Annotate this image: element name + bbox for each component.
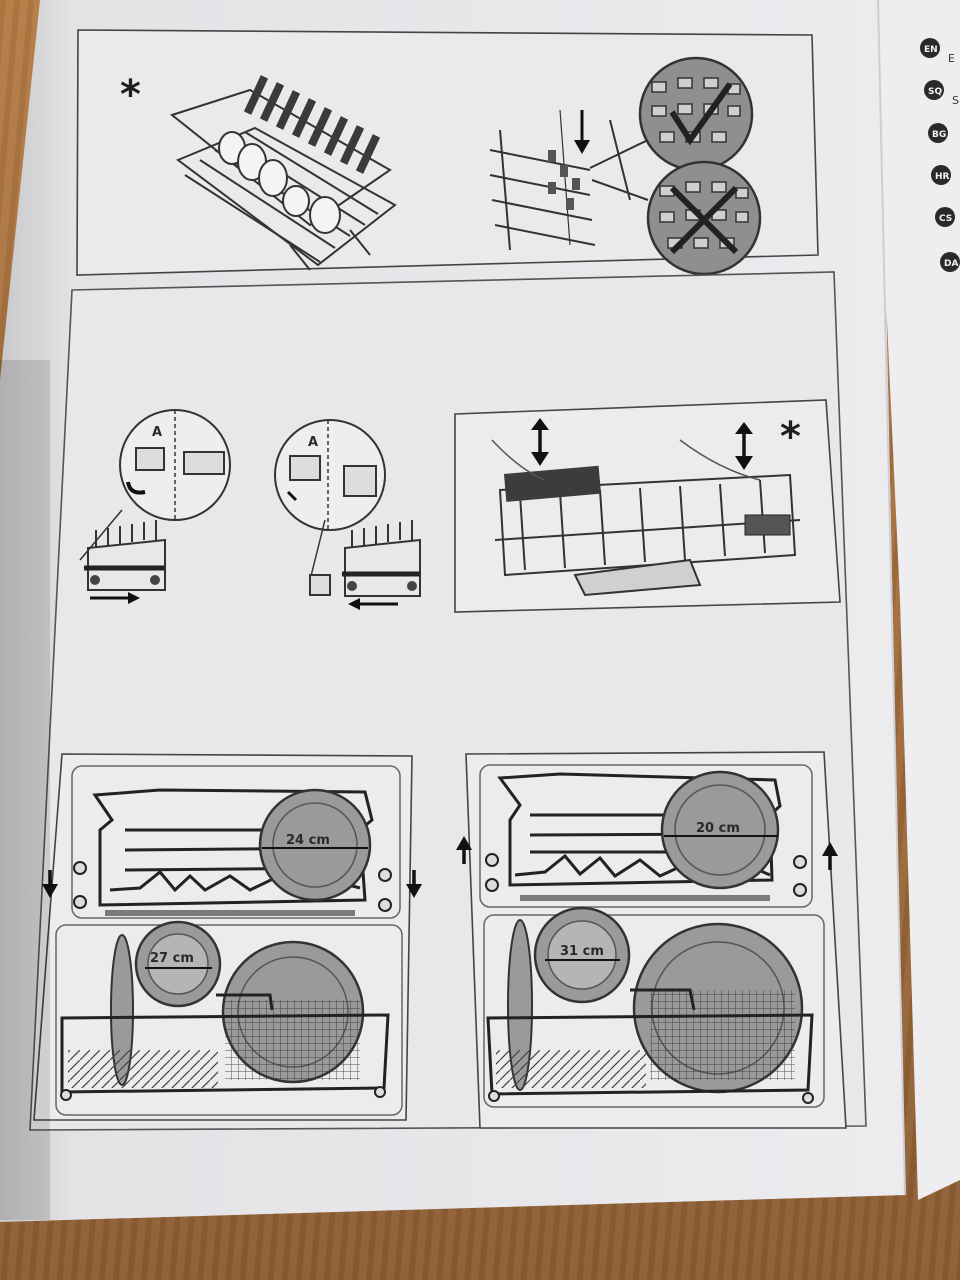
- lang-tab-cs[interactable]: CS: [939, 214, 952, 224]
- down-arrow-icon-3: [735, 456, 753, 470]
- next-page: [872, 0, 960, 1200]
- checkmark-icon: [669, 82, 733, 146]
- lower-plate-size-right: 31 cm: [560, 944, 604, 959]
- panel-top: *: [76, 29, 819, 276]
- rack-height-adjust-box: *: [454, 399, 841, 613]
- lang-tab-da[interactable]: DA: [944, 259, 958, 269]
- lower-plate-size-left: 27 cm: [150, 951, 194, 966]
- magnifier-incorrect: [646, 160, 762, 276]
- lang-tab-hr[interactable]: HR: [935, 172, 950, 182]
- lang-tab-en[interactable]: EN: [924, 45, 938, 55]
- page-shadow: [0, 360, 50, 1220]
- rack-adjuster-right: A: [274, 419, 421, 610]
- optional-star-marker: *: [120, 72, 141, 118]
- upper-plate-size-left: 24 cm: [286, 833, 330, 848]
- language-tabs: EN SQ BG HR CS DA E S: [920, 38, 960, 272]
- up-arrow-left-side: [456, 836, 472, 850]
- panel-bottom-right: 20 cm 31 cm: [456, 751, 847, 1129]
- down-arrow-right-side: [406, 884, 422, 898]
- left-arrow-icon: [348, 598, 360, 610]
- lang-tab-bg[interactable]: BG: [932, 130, 946, 140]
- optional-star-marker-2: *: [780, 414, 801, 460]
- magnifier-correct: [638, 56, 754, 172]
- up-arrow-icon-2: [735, 422, 753, 434]
- upper-plate-size-right: 20 cm: [696, 821, 740, 836]
- right-arrow-icon: [128, 592, 140, 604]
- down-arrow-left-panel: [42, 884, 58, 898]
- label-a-right: A: [308, 435, 318, 450]
- down-arrow-icon: [574, 140, 590, 154]
- side-text-1: E: [948, 52, 955, 65]
- cross-icon: [669, 185, 739, 255]
- lang-tab-sq[interactable]: SQ: [928, 87, 942, 97]
- side-text-2: S: [952, 94, 959, 107]
- up-arrow-right-side: [822, 842, 838, 856]
- label-a-left: A: [152, 425, 162, 440]
- rack-adjuster-left: A: [79, 409, 231, 604]
- tine-rack-illustration: [489, 109, 631, 251]
- cutlery-rack-illustration: [169, 75, 397, 271]
- upper-plate-left: [258, 788, 372, 902]
- upper-plate-right: [660, 770, 780, 890]
- up-arrow-icon: [531, 418, 549, 430]
- panel-bottom-left: 24 cm 27 cm: [33, 753, 422, 1121]
- down-arrow-icon-2: [531, 452, 549, 466]
